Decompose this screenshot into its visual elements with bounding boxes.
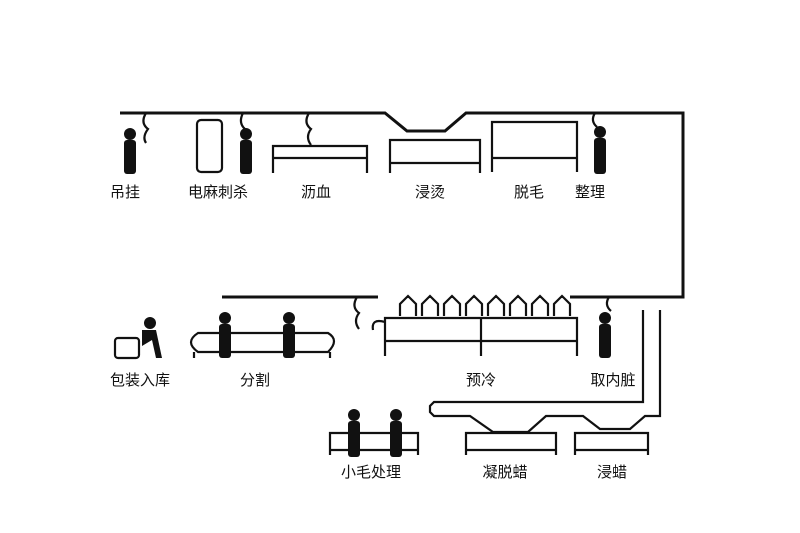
bleeding-trough — [271, 144, 369, 173]
packing-box — [113, 336, 141, 360]
worker-figure — [142, 317, 162, 358]
wax-dipping-tank — [573, 431, 650, 455]
chilling-tank — [371, 294, 579, 356]
stunning-box — [195, 118, 224, 174]
label-bleeding: 沥血 — [301, 183, 331, 201]
equipment — [113, 118, 650, 455]
worker-figure — [283, 312, 295, 358]
label-chilling: 预冷 — [466, 371, 496, 389]
workers — [124, 126, 611, 457]
pin-feather-table — [328, 431, 420, 455]
hanging-birds — [142, 112, 612, 330]
label-plucking: 脱毛 — [514, 183, 544, 201]
scalding-tank — [388, 138, 482, 173]
worker-figure — [124, 128, 136, 174]
label-wax-cooling: 凝脱蜡 — [482, 463, 527, 481]
label-scalding: 浸烫 — [415, 183, 445, 201]
label-trimming: 整理 — [575, 183, 605, 201]
worker-figure — [594, 126, 606, 174]
worker-figure — [390, 409, 402, 457]
label-cutting: 分割 — [240, 371, 270, 389]
cutting-conveyor — [189, 331, 336, 358]
label-stunning-killing: 电麻刺杀 — [188, 183, 248, 201]
worker-figure — [348, 409, 360, 457]
step-labels: 吊挂 电麻刺杀 沥血 浸烫 脱毛 整理 包装入库 分割 预冷 取内脏 小毛处理 … — [110, 183, 636, 481]
plucking-machine — [490, 120, 579, 172]
label-hanging: 吊挂 — [110, 183, 140, 201]
wax-cooling-tank — [464, 431, 558, 455]
worker-figure — [219, 312, 231, 358]
label-evisceration: 取内脏 — [590, 371, 635, 389]
label-packing: 包装入库 — [110, 371, 170, 389]
label-wax-dipping: 浸蜡 — [597, 463, 627, 481]
label-pin-feather: 小毛处理 — [341, 463, 401, 481]
worker-figure — [240, 128, 252, 174]
worker-figure — [599, 312, 611, 358]
